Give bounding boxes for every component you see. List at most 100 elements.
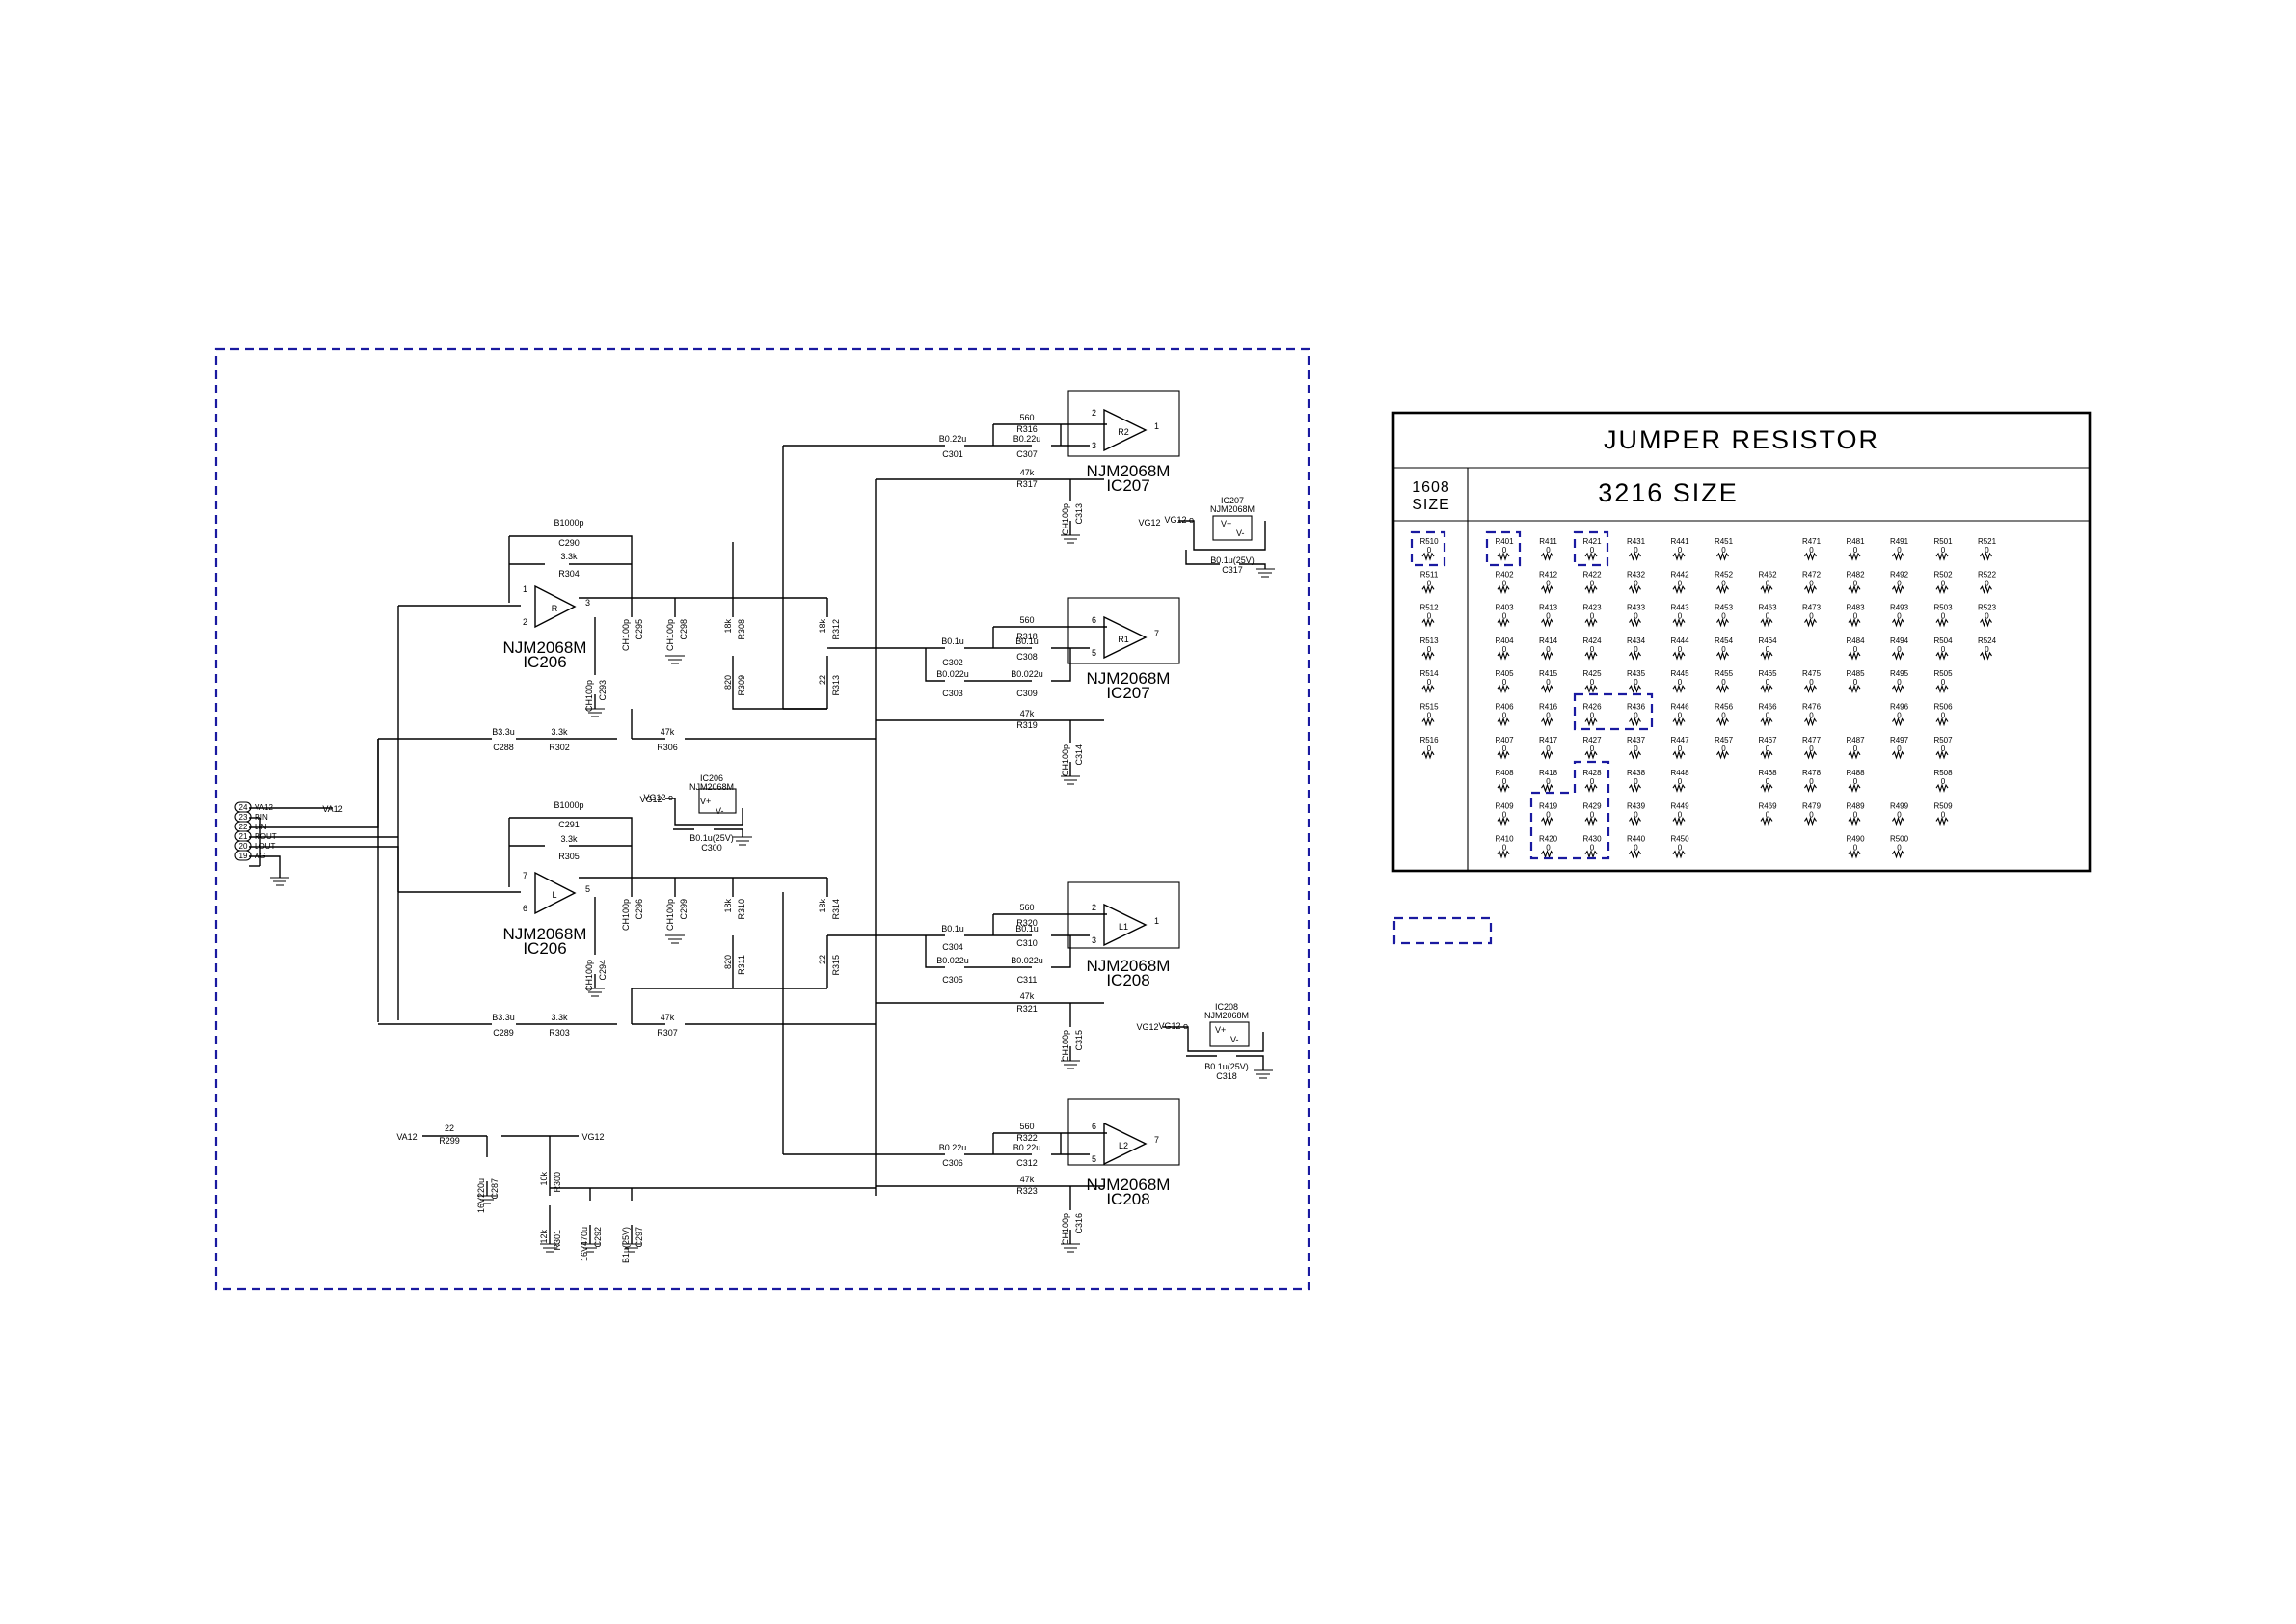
jumper-resistor-label: R507: [1933, 736, 1953, 744]
jumper-resistor-label: R497: [1890, 736, 1909, 744]
jumper-resistor-label: R452: [1715, 570, 1734, 579]
section-boundary: [214, 347, 1310, 1291]
jumper-ohm-mark: 0: [1853, 810, 1858, 819]
component-label: 18k: [723, 619, 733, 634]
power-v-plus: V+: [1215, 1025, 1226, 1035]
component-label: C302: [942, 658, 963, 667]
jumper-ohm-mark: 0: [1766, 678, 1770, 687]
component-label: R312: [831, 619, 841, 640]
component-label: CH100p: [621, 619, 631, 651]
component-label: C288: [493, 743, 514, 752]
jumper-ohm-mark: 0: [1853, 844, 1858, 853]
component-label: B0.22u: [939, 434, 967, 444]
opamp-labels: R2231NJM2068MIC207R123NJM2068MIC206R1657…: [503, 408, 1171, 1208]
jumper-resistor-glyph: [1935, 783, 1949, 793]
jumper-ohm-mark: 0: [1590, 844, 1595, 853]
jumper-resistor-glyph: [1672, 617, 1686, 628]
connector-signal-name: VA12: [255, 803, 274, 812]
connector-pin-number: 20: [239, 842, 248, 851]
jumper-resistor-glyph: [1672, 552, 1686, 561]
jumper-resistor-label: R450: [1670, 835, 1689, 844]
jumper-resistor-label: R468: [1758, 769, 1777, 777]
jumper-resistor-glyph: [1629, 717, 1641, 727]
jumper-resistor-glyph: [1497, 849, 1510, 859]
jumper-ohm-mark: 0: [1634, 844, 1638, 853]
power-cap-ref: C318: [1216, 1071, 1237, 1081]
component-label: B3.3u: [492, 1013, 515, 1022]
opamp-pin-label: 1: [523, 584, 527, 594]
jumper-resistor-glyph: [1541, 552, 1553, 561]
opamp-pin-label: 6: [1092, 615, 1096, 625]
jumper-resistor-glyph: [1584, 651, 1598, 661]
jumper-resistor-glyph: [1892, 651, 1904, 661]
jumper-ohm-mark: 0: [1427, 744, 1432, 753]
jumper-resistor-label: R402: [1495, 570, 1514, 579]
jumper-resistor-glyph: [1541, 750, 1553, 760]
connector-pin-number: 22: [239, 823, 248, 831]
jumper-resistor-label: R434: [1627, 636, 1646, 645]
power-cap-ref: C300: [701, 843, 722, 853]
jumper-resistor-label: R491: [1890, 537, 1909, 546]
component-label: C299: [679, 899, 689, 920]
jumper-ohm-mark: 0: [1634, 645, 1638, 654]
jumper-resistor-glyph: [1804, 816, 1817, 826]
jumper-ohm-mark: 0: [1853, 546, 1858, 555]
jumper-resistor-label: R424: [1582, 636, 1602, 645]
jumper-resistor-glyph: [1497, 552, 1510, 561]
component-label: B1000p: [554, 800, 583, 810]
jumper-resistor-label: R457: [1715, 736, 1734, 744]
component-label: C308: [1016, 652, 1038, 662]
jumper-resistor-glyph: [1848, 651, 1861, 661]
component-label: 47k: [1020, 1175, 1035, 1184]
jumper-ohm-mark: 0: [1546, 678, 1551, 687]
component-label: C316: [1074, 1213, 1084, 1234]
jumper-resistor-label: R473: [1802, 604, 1822, 612]
jumper-resistor-label: R438: [1627, 769, 1646, 777]
component-label: VA12: [322, 804, 342, 814]
component-label: 820: [723, 955, 733, 969]
component-label: B0.022u: [1011, 956, 1043, 965]
jumper-resistor-glyph: [1497, 617, 1510, 628]
opamp-symbol-label: R1: [1118, 635, 1129, 644]
jumper-resistor-glyph: [1584, 617, 1598, 628]
jumper-resistor-label: R505: [1933, 669, 1953, 678]
legend-dashed-box: [1392, 916, 1493, 945]
opamp-triangle: [1103, 615, 1148, 660]
jumper-resistor-label: R508: [1933, 769, 1953, 777]
component-label: 16V470u: [580, 1227, 589, 1261]
jumper-ohm-mark: 0: [1985, 546, 1989, 555]
jumper-resistor-glyph: [1584, 849, 1598, 859]
jumper-ohm-mark: 0: [1766, 645, 1770, 654]
jumper-resistor-glyph: [1716, 717, 1729, 727]
jumper-ohm-mark: 0: [1590, 579, 1595, 587]
component-label: 3.3k: [560, 834, 578, 844]
opamp-pin-label: 6: [1092, 1122, 1096, 1131]
jumper-resistor-glyph: [1760, 783, 1773, 793]
jumper-resistor-glyph: [1421, 651, 1435, 661]
jumper-resistor-glyph: [1672, 750, 1686, 760]
connector-cn: [234, 801, 252, 861]
jumper-ohm-mark: 0: [1941, 645, 1946, 654]
component-label: R307: [657, 1028, 678, 1038]
connector-signal-name: LOUT: [255, 842, 275, 851]
component-label: R303: [549, 1028, 570, 1038]
jumper-ohm-mark: 0: [1678, 612, 1683, 621]
power-cap-value: B0.1u(25V): [689, 833, 734, 843]
component-label: C290: [558, 538, 580, 548]
jumper-resistor-label: R454: [1715, 636, 1734, 645]
opamp-pin-label: 7: [1154, 629, 1159, 638]
power-net-label: VG12 o: [643, 793, 673, 802]
jumper-ohm-mark: 0: [1809, 712, 1814, 720]
jumper-resistor-label: R442: [1670, 570, 1689, 579]
jumper-ohm-mark: 0: [1590, 546, 1595, 555]
jumper-resistor-glyph: [1541, 584, 1553, 595]
jumper-ohm-mark: 0: [1502, 612, 1507, 621]
table-frame: [1391, 411, 2092, 873]
jumper-resistor-glyph: [1421, 750, 1435, 760]
jumper-resistor-glyph: [1892, 816, 1904, 826]
jumper-resistor-glyph: [1421, 584, 1435, 595]
highlight-box: [1410, 530, 1446, 567]
component-label: VG12: [639, 795, 662, 804]
jumper-ohm-mark: 0: [1809, 678, 1814, 687]
component-label: C303: [942, 689, 963, 698]
